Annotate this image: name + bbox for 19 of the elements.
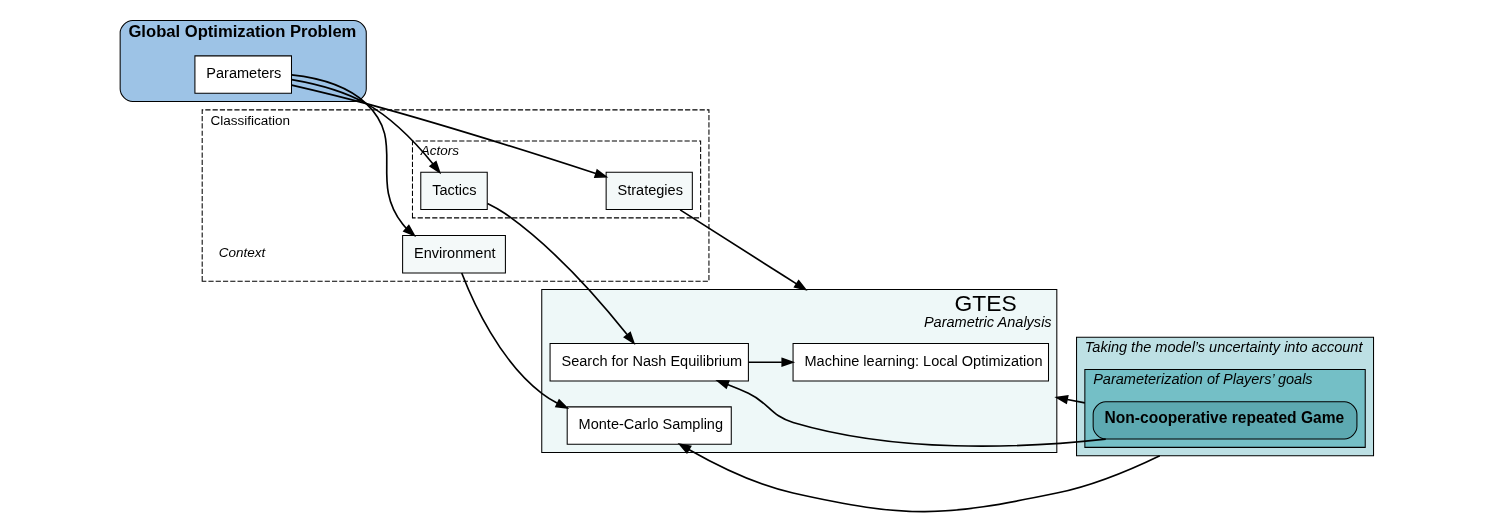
node-box: Machine learning: Local Optimization — [792, 343, 1049, 382]
node-box: Monte-Carlo Sampling — [566, 406, 732, 445]
arrow — [678, 209, 808, 291]
node-box: Tactics — [419, 171, 488, 211]
node-box: Parameters — [193, 55, 292, 94]
node-box: Strategies — [605, 171, 693, 211]
arrow — [486, 202, 635, 346]
arrow — [290, 84, 608, 178]
arrow — [460, 272, 569, 409]
arrow — [290, 78, 441, 175]
arrow — [1053, 394, 1086, 405]
arrow — [290, 74, 416, 237]
arrow — [677, 443, 1161, 513]
node-box: Environment — [401, 235, 506, 274]
node-box: Non-cooperative repeated Game — [1092, 401, 1357, 440]
node-box: Search for Nash Equilibrium — [549, 343, 749, 382]
arrow — [747, 357, 795, 367]
label: Context — [218, 244, 265, 260]
arrow — [714, 380, 1107, 447]
